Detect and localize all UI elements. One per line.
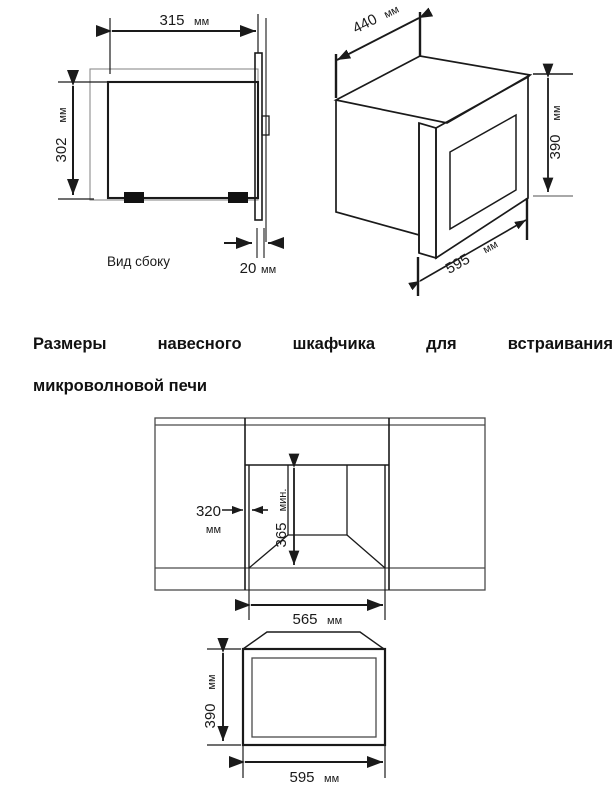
side-view-outer-body: [89, 68, 259, 201]
iso-top-face: [333, 55, 533, 124]
front-dim-label-595-unit: мм: [324, 773, 339, 785]
section-heading-line1: Размеры навесного шкафчика для встраиван…: [33, 335, 613, 353]
front-view-top-trapezoid: [242, 631, 385, 650]
side-view-drawing: 315 мм 302 мм 20 мм Вид сбоку: [53, 12, 284, 277]
bottom-views-group: 320 мм 365 мин. 565 мм 390: [154, 417, 486, 786]
cabinet-floor-diagonal-right: [346, 534, 386, 569]
front-dim-label-595-value: 595: [289, 769, 314, 786]
side-view-foot-left: [124, 192, 144, 203]
cabinet-floor-diagonal-left: [248, 534, 289, 569]
top-views-group: 315 мм 302 мм 20 мм Вид сбоку: [53, 4, 573, 296]
iso-dim-label-595-value: 595: [443, 251, 473, 278]
front-view-drawing: 390 мм 595 мм: [202, 631, 387, 786]
cabinet-dim-label-565-value: 565: [292, 611, 317, 628]
iso-dim-label-390-unit: мм: [551, 105, 563, 120]
iso-door-edge: [418, 121, 437, 260]
side-dim-label-302-value: 302: [53, 137, 70, 162]
side-dim-label-20-unit: мм: [261, 264, 276, 276]
iso-top-door-join: [527, 74, 531, 78]
section-heading: Размеры навесного шкафчика для встраиван…: [33, 334, 613, 397]
iso-dim-label-440-unit: мм: [382, 4, 401, 22]
iso-dim-line-440: [336, 7, 434, 61]
front-view-inner-panel: [251, 657, 377, 738]
side-dim-label-315-value: 315: [159, 12, 184, 29]
cabinet-outer-box: [154, 417, 486, 591]
side-dim-label-315-unit: мм: [194, 16, 209, 28]
iso-dim-label-440-value: 440: [350, 11, 380, 38]
section-heading-line2: микроволновой печи: [33, 377, 208, 396]
cabinet-dim-label-365-unit: мин.: [277, 489, 289, 512]
isometric-view-drawing: 440 мм 390 мм 595 мм: [333, 4, 573, 296]
side-dim-label-302-unit: мм: [57, 107, 69, 122]
iso-dim-line-595: [408, 219, 527, 291]
cabinet-dim-label-365-value: 365: [273, 522, 290, 547]
iso-door-window: [449, 113, 517, 231]
cabinet-view-drawing: 320 мм 365 мин. 565 мм: [154, 417, 486, 628]
side-dim-label-20-value: 20: [240, 260, 257, 277]
side-view-caption: Вид сбоку: [107, 254, 170, 269]
iso-dim-label-595-unit: мм: [481, 238, 500, 256]
front-dim-label-390-value: 390: [202, 703, 219, 728]
cabinet-dim-label-320-value: 320: [196, 503, 221, 520]
front-dim-label-390-unit: мм: [206, 674, 218, 689]
front-view-outer-frame: [241, 647, 387, 747]
side-view-cavity: [106, 80, 260, 200]
cabinet-dim-label-320-unit: мм: [206, 524, 221, 536]
iso-left-face: [335, 100, 420, 237]
side-view-foot-right: [228, 192, 248, 203]
iso-dim-label-390-value: 390: [547, 134, 564, 159]
cabinet-dim-label-565-unit: мм: [327, 615, 342, 627]
